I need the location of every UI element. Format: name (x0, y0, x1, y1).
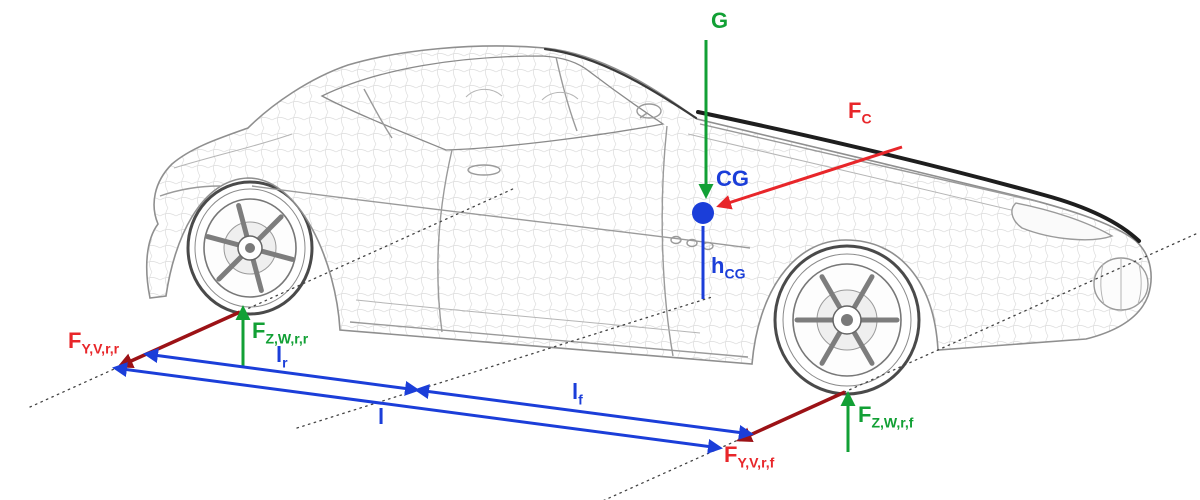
label-fy-rear: FY,V,r,r (68, 328, 120, 357)
car-body (145, 45, 1152, 365)
label-lf: lf (572, 379, 583, 408)
rear-lateral-force-arrow (117, 310, 241, 369)
rocker-line (349, 321, 749, 358)
b-pillar-line (555, 56, 578, 132)
grille-slat-3 (1137, 263, 1142, 305)
front-axle-ground-line (603, 232, 1199, 500)
headlight (1011, 202, 1114, 241)
hood-line-2 (687, 133, 1029, 215)
dimension-lf (414, 384, 754, 440)
front-wheel (773, 244, 921, 396)
quarter-window-line (363, 88, 393, 139)
label-lr: lr (276, 342, 288, 371)
rear-wheel (186, 180, 314, 316)
label-hcg: hCG (711, 253, 746, 282)
side-mirror (636, 103, 662, 119)
lower-crease (355, 299, 701, 334)
label-centripetal-force: FC (848, 98, 872, 127)
seat-headrest-2 (541, 91, 579, 101)
label-fz-rear: FZ,W,r,r (252, 318, 309, 347)
taillight-line (159, 185, 221, 197)
hood-line-1 (699, 123, 1041, 203)
label-gravity-force: G (711, 8, 729, 33)
grille-slat-1 (1100, 263, 1105, 305)
label-fz-front: FZ,W,r,f (858, 402, 914, 431)
door-cut-rear (437, 149, 453, 333)
cg-marker (692, 202, 714, 224)
vehicle-illustration (145, 45, 1152, 396)
rear-deck-seam (173, 133, 293, 169)
front-lateral-force-arrow (736, 390, 846, 442)
beltline-crease (251, 185, 751, 249)
centripetal-force-arrow (716, 145, 903, 210)
rear-axle-ground-line (29, 187, 516, 408)
label-cg: CG (716, 166, 749, 191)
seat-headrest-1 (465, 88, 503, 98)
label-fy-front: FY,V,r,f (724, 442, 775, 471)
dimension-l (112, 362, 723, 454)
fender-accent-stripe (696, 110, 1141, 243)
side-mirror-stalk (639, 112, 648, 119)
label-l: l (378, 404, 385, 429)
door-handle (467, 164, 501, 176)
roof-edge-accent (543, 47, 698, 120)
